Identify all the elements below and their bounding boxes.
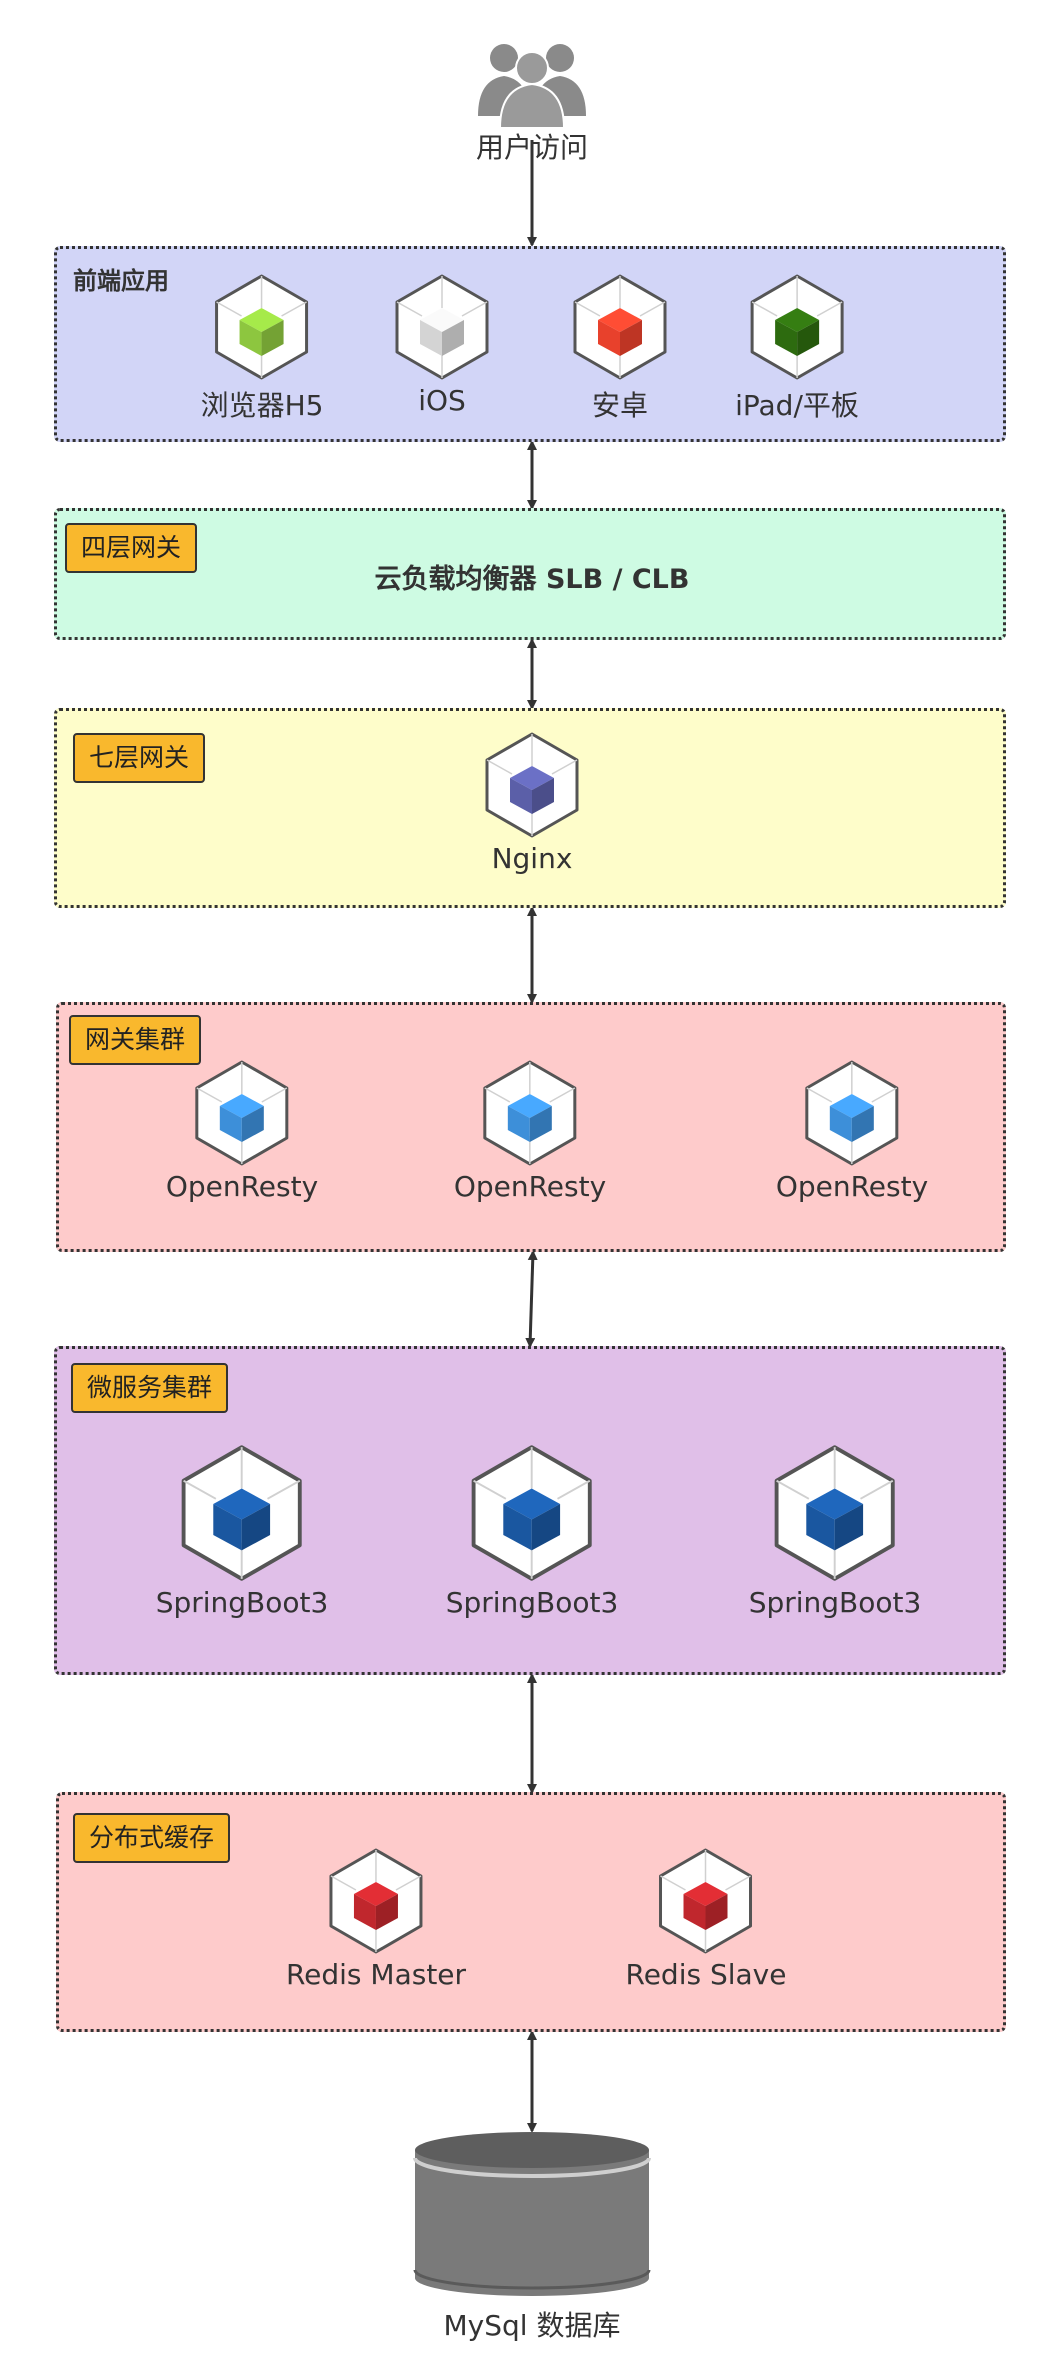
cube-icon: [485, 732, 579, 838]
cube-icon: [805, 1060, 899, 1166]
micro-node-2: SpringBoot3: [445, 1442, 619, 1619]
l4-tag: 四层网关: [65, 523, 198, 573]
cache-node-slave: Redis Slave: [625, 1846, 787, 1991]
node-label: OpenResty: [775, 1170, 929, 1203]
cache-node-master: Redis Master: [286, 1846, 466, 1991]
frontend-layer: 前端应用: [54, 246, 1006, 442]
cube-icon: [774, 1445, 896, 1581]
database-node: MySql 数据库: [407, 2128, 657, 2344]
cube-icon: [573, 274, 667, 380]
l4-layer: 四层网关 云负载均衡器 SLB / CLB: [54, 508, 1006, 640]
frontend-node-ipad: iPad/平板: [735, 272, 859, 424]
gateway-node-3: OpenResty: [776, 1058, 928, 1203]
cube-icon: [659, 1848, 753, 1954]
cube-icon: [750, 274, 844, 380]
node-label: iPad/平板: [735, 389, 859, 422]
node-label: SpringBoot3: [155, 1586, 329, 1619]
frontend-node-ios: iOS: [392, 272, 492, 417]
micro-node-1: SpringBoot3: [155, 1442, 329, 1619]
micro-tag: 微服务集群: [71, 1363, 229, 1413]
node-label: 浏览器H5: [200, 389, 324, 422]
node-label: iOS: [418, 384, 466, 417]
node-label: SpringBoot3: [445, 1586, 619, 1619]
l7-tag: 七层网关: [73, 733, 206, 783]
cache-tag: 分布式缓存: [73, 1813, 231, 1863]
l4-title: 云负载均衡器 SLB / CLB: [374, 564, 690, 595]
cube-icon: [181, 1445, 303, 1581]
node-label: 安卓: [591, 389, 648, 422]
gateway-node-1: OpenResty: [166, 1058, 318, 1203]
node-label: Nginx: [491, 842, 573, 875]
database-label: MySql 数据库: [443, 2309, 621, 2342]
cube-icon: [471, 1445, 593, 1581]
node-label: Redis Master: [285, 1958, 467, 1991]
cube-icon: [215, 274, 309, 380]
cache-layer: 分布式缓存: [56, 1792, 1006, 2032]
gateway-node-2: OpenResty: [454, 1058, 606, 1203]
user-node: 用户访问: [472, 36, 592, 166]
cube-icon: [329, 1848, 423, 1954]
l7-node-nginx: Nginx: [482, 730, 582, 875]
node-label: SpringBoot3: [748, 1586, 922, 1619]
database-icon: [413, 2132, 651, 2296]
cube-icon: [483, 1060, 577, 1166]
frontend-title: 前端应用: [73, 267, 169, 295]
micro-node-3: SpringBoot3: [748, 1442, 922, 1619]
node-label: OpenResty: [453, 1170, 607, 1203]
gateway-tag: 网关集群: [69, 1015, 202, 1065]
cube-icon: [195, 1060, 289, 1166]
node-label: Redis Slave: [625, 1958, 787, 1991]
user-label: 用户访问: [475, 131, 588, 164]
cube-icon: [395, 274, 489, 380]
users-icon: [478, 44, 586, 128]
node-label: OpenResty: [165, 1170, 319, 1203]
arrow-gateway-micro: [525, 1250, 538, 1348]
frontend-node-android: 安卓: [570, 272, 670, 424]
frontend-node-browser: 浏览器H5: [200, 272, 324, 424]
